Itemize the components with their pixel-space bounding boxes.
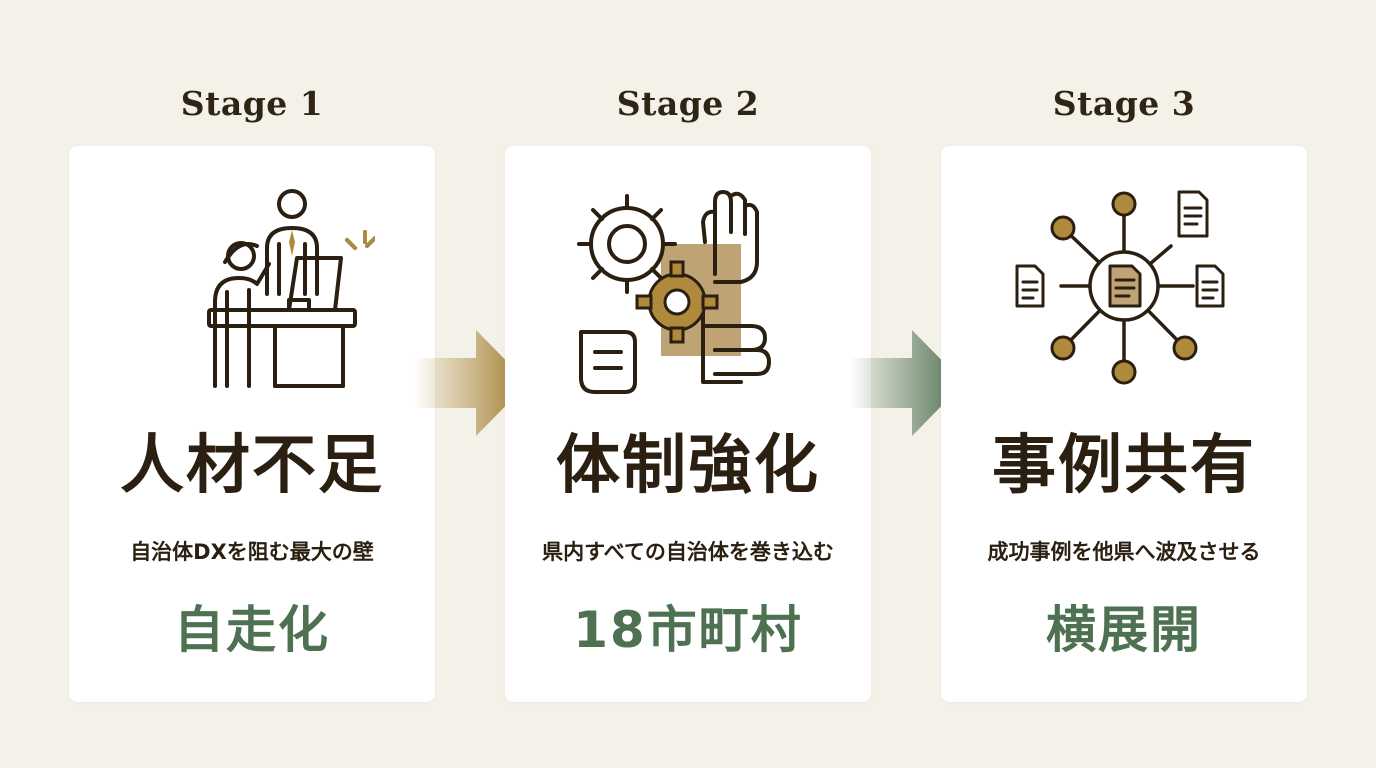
gears-hands-teamwork-icon bbox=[577, 190, 771, 394]
person-at-desk-icon bbox=[207, 189, 375, 388]
stage-3-keyword: 横展開 bbox=[1046, 601, 1202, 659]
stage-1-label: Stage 1 bbox=[180, 84, 324, 123]
stage-3-label: Stage 3 bbox=[1052, 84, 1196, 123]
stage-3-description: 成功事例を他県へ波及させる bbox=[987, 540, 1261, 564]
stage-1-description: 自治体DXを阻む最大の壁 bbox=[130, 540, 374, 564]
stage-3-title: 事例共有 bbox=[992, 428, 1256, 503]
stage-2-title: 体制強化 bbox=[556, 428, 820, 503]
document-network-icon bbox=[1015, 190, 1225, 385]
stage-3-card: 事例共有 成功事例を他県へ波及させる 横展開 bbox=[941, 146, 1307, 702]
stage-1-title: 人材不足 bbox=[120, 428, 384, 503]
stage-2-keyword: 18市町村 bbox=[573, 601, 803, 659]
stage-2-label: Stage 2 bbox=[616, 84, 760, 123]
stage-2-card: 体制強化 県内すべての自治体を巻き込む 18市町村 bbox=[505, 146, 871, 702]
stage-1-keyword: 自走化 bbox=[174, 601, 330, 659]
arrow-right-icon bbox=[850, 330, 964, 436]
arrow-right-icon bbox=[414, 330, 528, 436]
stage-1-card: 人材不足 自治体DXを阻む最大の壁 自走化 bbox=[69, 146, 435, 702]
stage-2-description: 県内すべての自治体を巻き込む bbox=[542, 540, 834, 564]
